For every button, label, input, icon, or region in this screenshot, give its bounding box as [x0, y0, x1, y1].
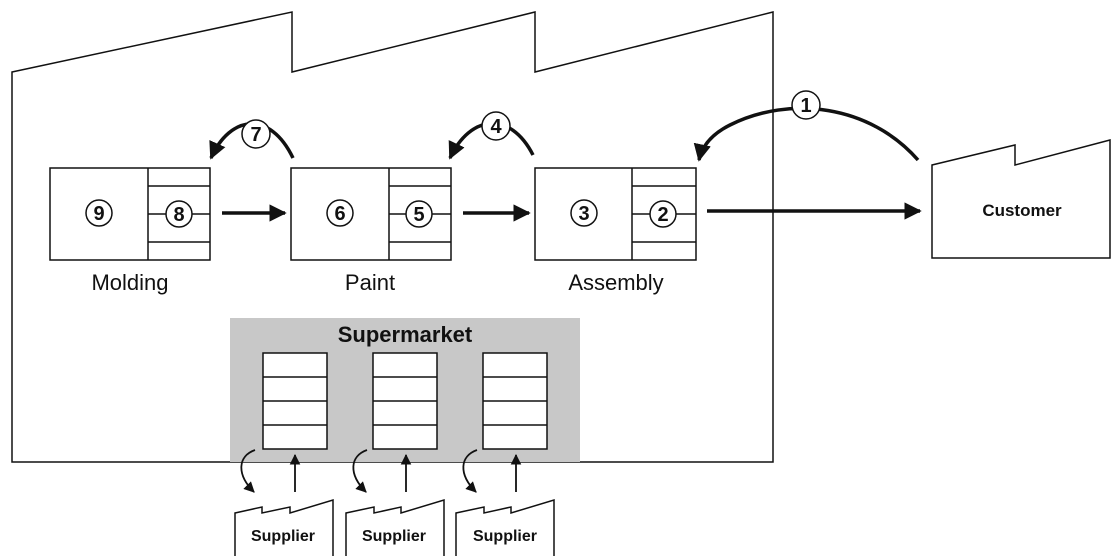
step-1-number: 1 — [800, 95, 811, 117]
supermarket-rack-1 — [262, 352, 328, 450]
supplier-label-1: Supplier — [251, 528, 315, 545]
supermarket-rack-3 — [482, 352, 548, 450]
step-5-number: 5 — [413, 204, 424, 226]
step-4-number: 4 — [490, 116, 502, 138]
step-1-marker — [791, 90, 821, 120]
supermarket-rack-2 — [372, 352, 438, 450]
step-4-marker — [481, 111, 511, 141]
step-3-marker — [570, 199, 598, 227]
customer-building — [931, 139, 1111, 259]
step-6-number: 6 — [334, 203, 345, 225]
step-8-marker — [165, 200, 193, 228]
supplier-building-1 — [234, 498, 334, 556]
step-8-number: 8 — [173, 204, 184, 226]
supplier-2-withdrawal-arrow — [352, 449, 368, 493]
supplier-label-3: Supplier — [473, 528, 537, 545]
supplier-label-2: Supplier — [362, 528, 426, 545]
paint-label: Paint — [345, 270, 395, 295]
step-3-number: 3 — [578, 203, 589, 225]
step-7-marker — [241, 119, 271, 149]
step-6-marker — [326, 199, 354, 227]
factory-building-outline — [11, 11, 774, 463]
customer-label: Customer — [982, 201, 1062, 220]
step-2-marker — [649, 200, 677, 228]
supplier-3-withdrawal-arrow — [462, 449, 478, 493]
supplier-1-withdrawal-arrow — [240, 449, 256, 493]
step-9-marker — [85, 199, 113, 227]
assembly-label: Assembly — [568, 270, 663, 295]
pull-arrow-customer-to-assembly — [693, 106, 920, 162]
molding-label: Molding — [91, 270, 168, 295]
step-2-number: 2 — [657, 204, 668, 226]
step-7-number: 7 — [250, 124, 261, 146]
step-9-number: 9 — [93, 203, 104, 225]
supplier-building-3 — [455, 498, 555, 556]
supermarket-title: Supermarket — [338, 322, 473, 347]
step-5-marker — [405, 200, 433, 228]
supplier-building-2 — [345, 498, 445, 556]
